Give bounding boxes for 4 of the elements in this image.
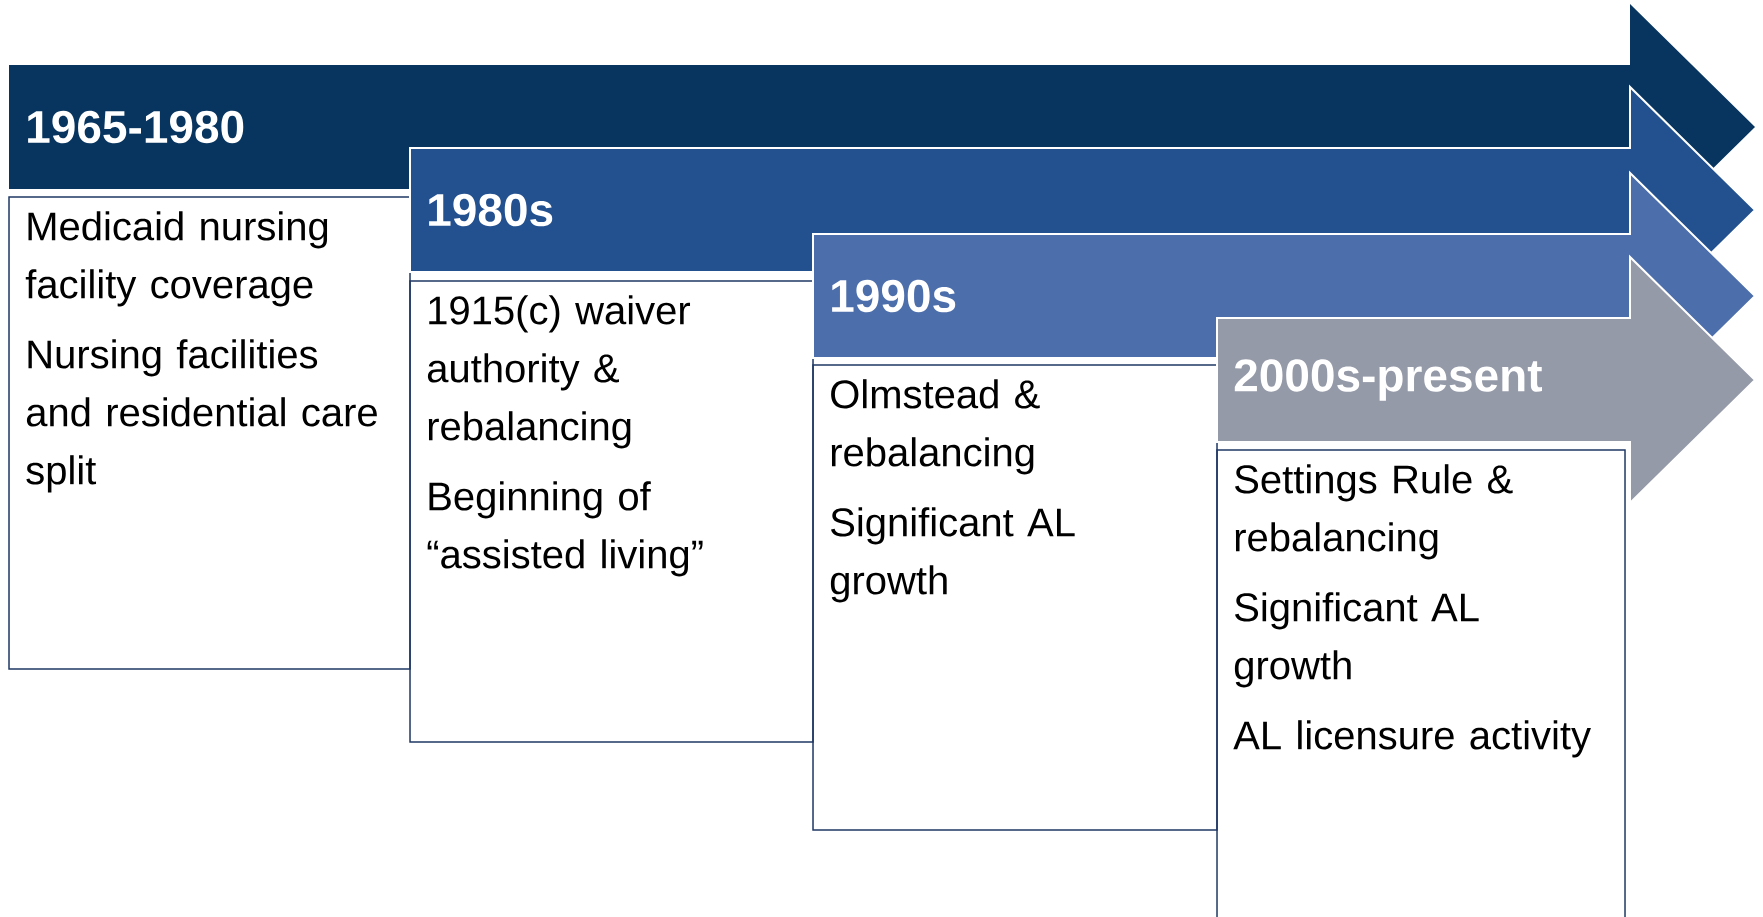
text-box: Settings Rule & rebalancing Significant AL growth AL licensure activity [1216, 449, 1626, 917]
text-box: Medicaid nursing facility coverage Nursing facilities and residential care split [8, 196, 411, 670]
text-box: Olmstead & rebalancing Significant AL growth [812, 364, 1218, 831]
text-box: 1915(c) waiver authority & rebalancing Beginning of “assisted living” [409, 280, 814, 743]
